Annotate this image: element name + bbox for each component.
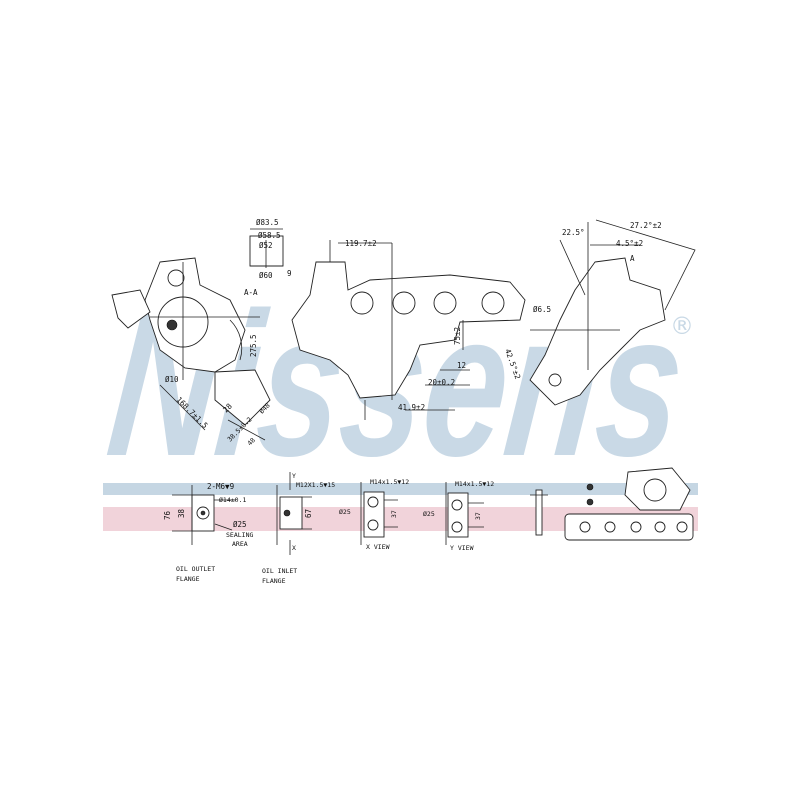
y-view-dim: 37: [474, 512, 482, 520]
oil-inlet-title-2: FLANGE: [262, 577, 286, 585]
dim-d52: Ø52: [259, 241, 273, 250]
oil-outlet-title-1: OIL OUTLET: [176, 565, 215, 573]
oil-outlet-title-2: FLANGE: [176, 575, 200, 583]
oil-outlet-seal-line1: SEALING: [226, 531, 253, 539]
dim-12: 12: [457, 361, 466, 370]
oil-outlet-seal-line2: AREA: [232, 540, 248, 548]
x-view-drawing: [360, 482, 398, 545]
oil-outlet-bore: Ø14±0.1: [219, 496, 246, 504]
left-turbo-view: [111, 257, 271, 441]
dim-275-5: 275.5: [249, 334, 258, 357]
oil-outlet-seal-dia: Ø25: [233, 520, 247, 529]
oil-inlet-y-mark: Y: [292, 472, 296, 480]
right-turbo-view: [529, 219, 696, 406]
oil-inlet-x-mark: X: [292, 544, 296, 552]
dim-4-5deg: 4.5°±2: [616, 239, 643, 248]
y-view-drawing: [445, 482, 484, 545]
dim-d10: Ø10: [165, 375, 179, 384]
dim-d60: Ø60: [259, 271, 273, 280]
oil-inlet-title-1: OIL INLET: [262, 567, 297, 575]
oil-inlet-dim: 67: [304, 509, 313, 518]
oil-inlet-flange-drawing: [276, 472, 312, 555]
dim-41-9: 41.9±2: [398, 403, 425, 412]
dim-119-7: 119.7±2: [345, 239, 377, 248]
dim-48: 48: [246, 436, 257, 447]
y-view-dia: Ø25: [423, 510, 435, 518]
gasket-kit: [530, 467, 694, 541]
dim-d83-5: Ø83.5: [256, 218, 279, 227]
oil-outlet-thread: 2-M6▼9: [207, 482, 234, 491]
section-a-a: [249, 228, 284, 268]
y-view-thread: M14x1.5▼12: [455, 480, 494, 488]
x-view-title: X VIEW: [366, 543, 390, 551]
dim-27-2deg: 27.2°±2: [630, 221, 662, 230]
x-view-dia: Ø25: [339, 508, 351, 516]
dim-d6-5: Ø6.5: [533, 305, 551, 314]
oil-outlet-pitch: 38: [177, 508, 186, 518]
registered-mark: ®: [670, 312, 694, 340]
dim-20: 20±0.2: [428, 378, 455, 387]
x-view-thread: M14x1.5▼12: [370, 478, 409, 486]
oil-inlet-thread: M12X1.5▼15: [296, 481, 335, 489]
y-view-title: Y VIEW: [450, 544, 474, 552]
label-a: A: [630, 254, 635, 263]
oil-outlet-flange-drawing: [172, 485, 236, 545]
dim-75: 75±2: [453, 327, 462, 345]
oil-outlet-height: 76: [163, 510, 172, 520]
x-view-dim: 37: [390, 510, 398, 518]
blue-stripe: [103, 483, 698, 495]
section-label: A-A: [244, 288, 258, 297]
dim-9: 9: [287, 269, 292, 278]
dim-22-5deg: 22.5°: [562, 228, 585, 237]
front-turbo-view: [291, 240, 526, 420]
dim-d58-5: Ø58.5: [258, 231, 281, 240]
